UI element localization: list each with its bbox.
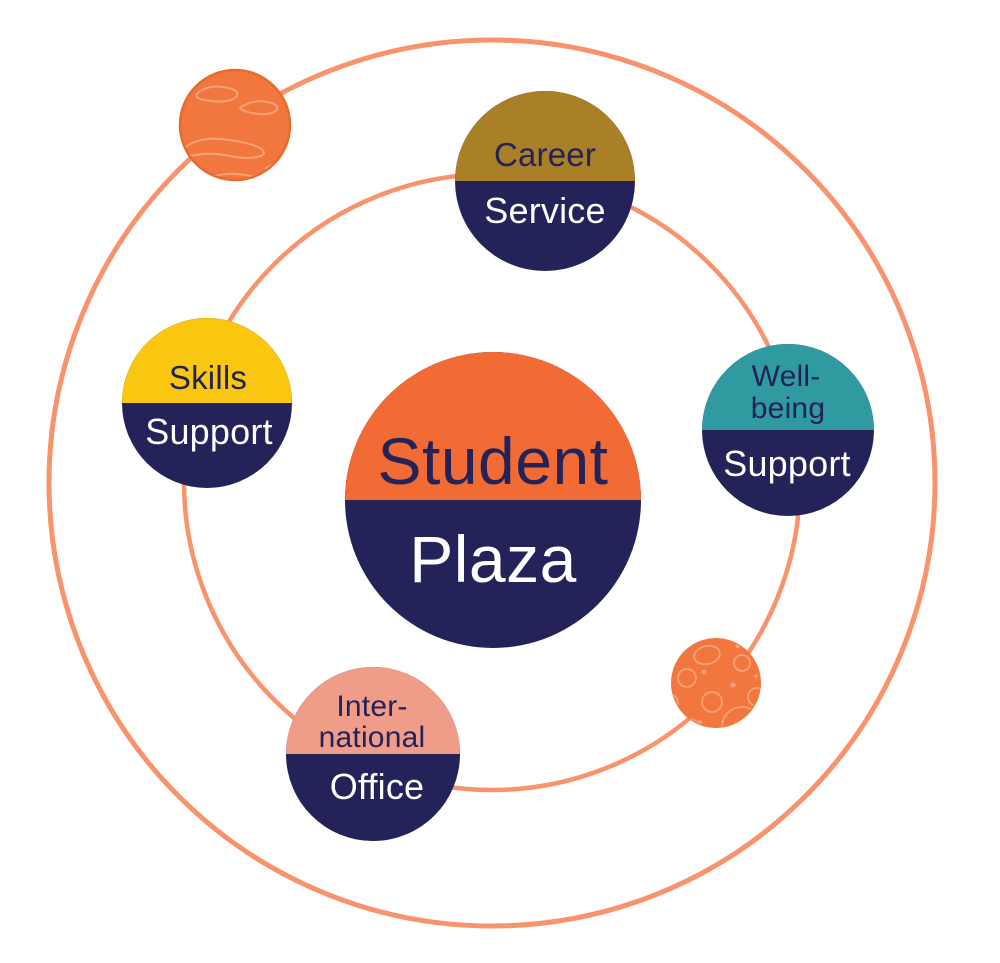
international-label-line1: Inter-: [336, 690, 407, 723]
outer-orbit-ring: [46, 37, 938, 929]
international-label-line2: national: [319, 721, 426, 754]
career-label: Career: [494, 136, 596, 173]
skills-support-label: Support: [145, 411, 273, 452]
satellite-skills-support: Skills Support: [122, 318, 292, 488]
office-label: Office: [330, 766, 425, 807]
planet-with-craters-icon: [671, 638, 761, 728]
satellite-international-office: Inter- national Office: [286, 667, 460, 841]
planet-with-cloud-bands-icon: [178, 68, 292, 182]
wellbeing-label-line2: being: [751, 392, 825, 425]
service-label: Service: [484, 190, 605, 231]
student-plaza-top-half: [345, 352, 641, 500]
career-service-top-half: [455, 91, 635, 181]
center-student-plaza: Student Plaza: [345, 352, 641, 648]
satellite-wellbeing-support: Well- being Support: [702, 344, 874, 516]
wellbeing-support-top-half: [702, 344, 874, 430]
crater-dots: [698, 643, 758, 724]
skills-support-top-half: [122, 318, 292, 403]
wellbeing-support-label: Support: [723, 443, 851, 484]
plaza-label: Plaza: [409, 522, 577, 596]
student-label: Student: [377, 424, 608, 498]
wellbeing-label-line1: Well-: [752, 360, 821, 393]
international-office-top-half: [286, 667, 460, 754]
skills-label: Skills: [169, 359, 247, 396]
satellite-career-service: Career Service: [455, 91, 635, 271]
